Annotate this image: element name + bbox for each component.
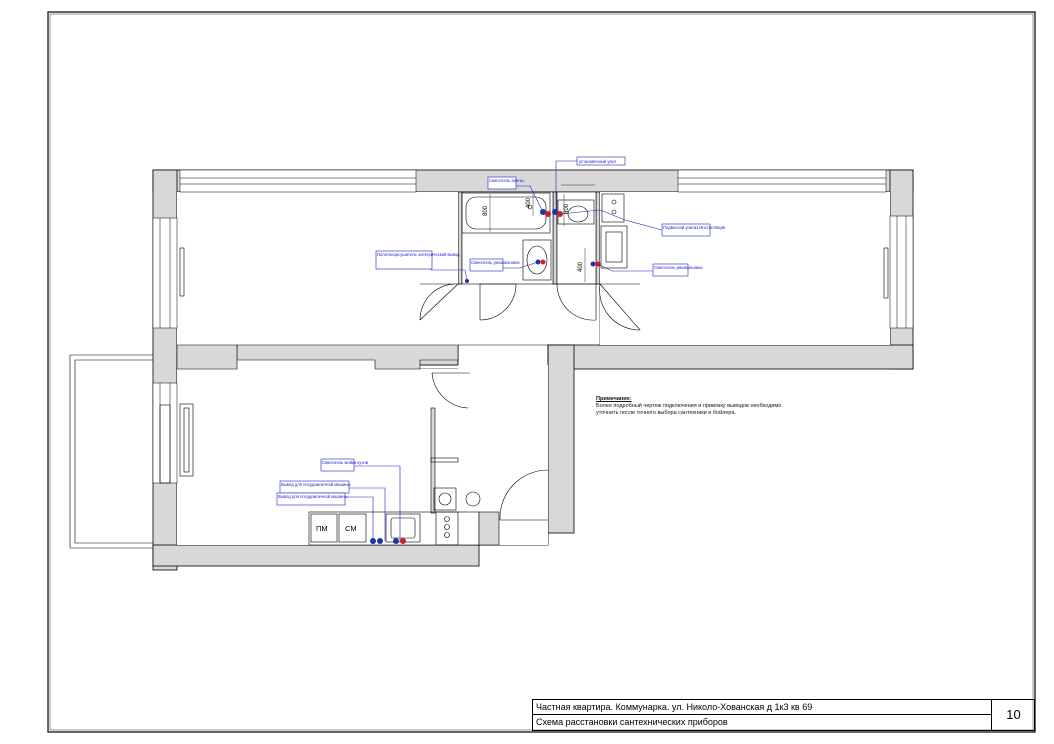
washing-machine — [338, 513, 367, 543]
callout-bath-mixer: Смеситель ванны — [489, 178, 524, 183]
callout-boxes — [276, 156, 711, 506]
dim-400-wc: 400 — [578, 261, 584, 272]
stove — [435, 511, 459, 546]
callout-kitchen-mixer: Смеситель мойки кухни — [322, 460, 369, 465]
appliance-pm: ПМ — [316, 524, 328, 533]
callout-toilet: Подвесной унитаз Инсталляция — [663, 225, 725, 230]
toilet — [557, 193, 628, 269]
water-outlets — [370, 209, 601, 544]
title-block-sheet-number: 10 — [991, 700, 1035, 730]
kitchen — [308, 487, 500, 546]
callout-dishwasher-outlet: Вывод для посудомоечной машины — [281, 482, 351, 487]
title-block-sheet-name: Схема расстановки сантехнических приборо… — [536, 717, 728, 727]
dim-400-bath: 400 — [526, 197, 532, 208]
wc — [556, 191, 597, 285]
washbasin — [522, 239, 552, 281]
callout-washer-outlet: Вывод для посудомоечной машины — [278, 494, 348, 499]
note-text: Более подробный чертеж подключения и при… — [596, 403, 782, 416]
windows — [152, 169, 914, 484]
radiators — [179, 247, 889, 477]
callout-towel-heater: Полотенцесушитель электрический вывод — [377, 252, 460, 257]
title-block-project: Частная квартира. Коммунарка. ул. Николо… — [533, 700, 991, 715]
corridor-wall — [547, 344, 914, 370]
dishwasher — [310, 513, 338, 543]
bottom-wall — [152, 544, 480, 567]
dimension-lines — [489, 184, 595, 282]
title-block: Частная квартира. Коммунарка. ул. Николо… — [532, 699, 1035, 731]
callout-install-node: установочный узел — [579, 159, 617, 164]
balcony — [69, 354, 171, 549]
callout-basin-mixer-2: Смеситель умывальника — [654, 265, 703, 270]
appliance-sm: СМ — [345, 524, 357, 533]
dim-800-bath: 800 — [483, 205, 489, 216]
note: Примечание: Более подробный чертеж подкл… — [596, 396, 796, 417]
corridor-left-wall — [547, 344, 575, 534]
callout-leaders — [345, 160, 663, 541]
callout-basin-mixer: Смеситель умывальника — [471, 260, 520, 265]
note-title: Примечание: — [596, 396, 632, 402]
drawing-frame — [47, 11, 1036, 733]
dim-800-wc: 800 — [564, 203, 570, 214]
doors — [419, 283, 641, 521]
